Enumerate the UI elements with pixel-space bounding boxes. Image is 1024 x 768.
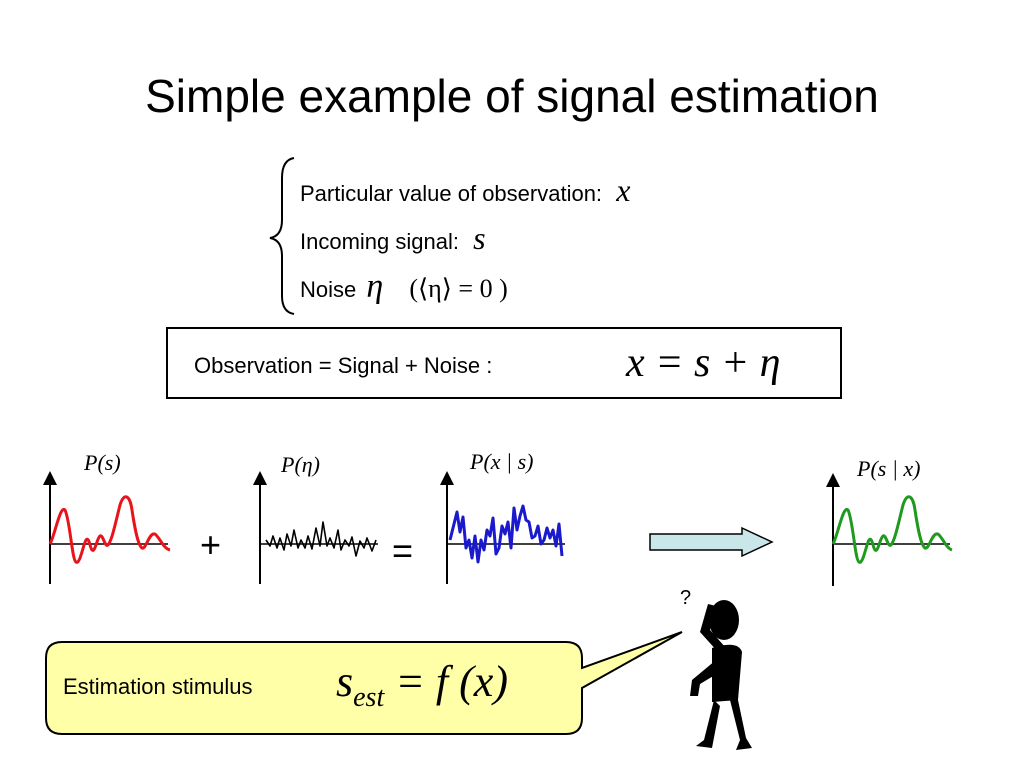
noise-curve [266,522,376,556]
estimation-label: Estimation stimulus [63,674,253,700]
transform-arrow-shape [650,528,772,556]
question-mark: ? [680,587,691,609]
signal-curve [50,497,170,563]
observation-curve [450,506,562,562]
transform-arrow [650,528,772,556]
noise-plot [260,478,378,584]
estimation-formula-rest: = f (x) [395,657,508,706]
posterior-curve [833,497,952,563]
posterior-plot [833,480,952,586]
thinking-person-icon: ? [680,587,752,750]
person-left-leg [696,700,720,748]
estimation-formula: sest = f (x) [336,656,508,714]
observation-plot [447,478,565,584]
person-right-leg [730,700,752,750]
estimation-formula-main: s [336,657,353,706]
estimation-formula-subscript: est [353,682,384,713]
signal-plot [50,478,170,584]
